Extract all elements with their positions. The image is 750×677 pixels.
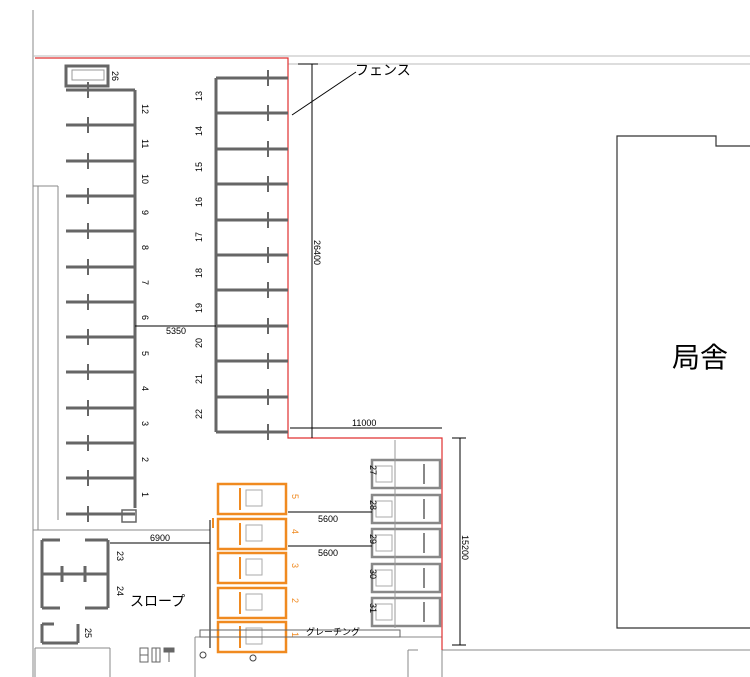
space-label-right: 31 — [368, 603, 378, 613]
space-label-middle: 16 — [194, 197, 204, 207]
space-label-middle: 14 — [194, 126, 204, 136]
stall-box-highlight — [216, 586, 288, 620]
dim-5350: 5350 — [166, 326, 186, 336]
stall-marker — [245, 524, 263, 542]
space-label-middle: 17 — [194, 232, 204, 242]
space-label-middle: 22 — [194, 409, 204, 419]
stall-marker — [245, 489, 263, 507]
space-label-left: 1 — [140, 492, 150, 497]
stall-box-highlight — [216, 482, 288, 516]
space-label-middle: 21 — [194, 374, 204, 384]
left-parking-column: 12 11 10 9 8 7 6 5 4 3 2 1 — [66, 82, 150, 522]
space-26: 26 — [64, 64, 120, 88]
dim-26400-line — [298, 63, 318, 438]
dim-11000: 11000 — [352, 418, 376, 428]
space-label-left: 10 — [140, 174, 150, 184]
space-label-left: 5 — [140, 351, 150, 356]
space-label-23: 23 — [115, 551, 125, 561]
stall-box — [370, 596, 442, 628]
orange-parking-block: 5 4 3 2 1 — [216, 482, 300, 654]
stall-box — [370, 493, 442, 525]
space-label-orange: 4 — [290, 529, 300, 534]
space-label-orange: 3 — [290, 563, 300, 568]
space-label-left: 9 — [140, 210, 150, 215]
space-label-left: 11 — [140, 139, 150, 148]
fence-label: フェンス — [355, 62, 411, 78]
space-label-left: 12 — [140, 104, 150, 114]
space-label-middle: 15 — [194, 162, 204, 172]
space-label-left: 4 — [140, 386, 150, 391]
space-label-left: 3 — [140, 421, 150, 426]
stall-box — [370, 527, 442, 559]
space-label-middle: 20 — [194, 338, 204, 348]
space-label-left: 6 — [140, 315, 150, 320]
dim-5600b: 5600 — [318, 548, 338, 558]
stall-marker — [375, 534, 393, 552]
space-label-25: 25 — [83, 628, 93, 638]
dim-5600a: 5600 — [318, 514, 338, 524]
dim-15200-line — [452, 437, 466, 646]
stall-marker — [245, 627, 263, 645]
space-label-24: 24 — [115, 586, 125, 596]
stall-marker — [375, 569, 393, 587]
stall-box-highlight — [216, 551, 288, 585]
fence-leader — [291, 71, 357, 116]
dim-26400: 26400 — [312, 240, 322, 265]
fence-line — [35, 57, 443, 650]
building-label: 局舎 — [672, 341, 728, 374]
space-label-right: 29 — [368, 534, 378, 544]
stall-marker — [245, 558, 263, 576]
building-outline — [616, 135, 750, 629]
stall-box — [370, 562, 442, 594]
space-label-orange: 1 — [290, 632, 300, 637]
grating-label: グレーチング — [306, 626, 360, 637]
space-label-orange: 2 — [290, 598, 300, 603]
space-label-middle: 19 — [194, 303, 204, 313]
space-label-left: 2 — [140, 457, 150, 462]
space-label-26: 26 — [110, 71, 120, 81]
stall-marker — [375, 603, 393, 621]
space-label-right: 30 — [368, 569, 378, 579]
drain-symbols — [199, 651, 257, 662]
stall-box-highlight — [216, 517, 288, 551]
slope-area: 23 24 25 スロープ — [40, 538, 185, 645]
space-label-orange: 5 — [290, 494, 300, 499]
stall-marker — [375, 465, 393, 483]
corner-post — [121, 509, 137, 523]
space-label-middle: 18 — [194, 268, 204, 278]
middle-parking-column: 13 14 15 16 17 18 19 20 21 22 — [194, 70, 288, 440]
slope-label: スロープ — [130, 593, 185, 609]
stall-marker — [245, 593, 263, 611]
space-label-right: 28 — [368, 500, 378, 510]
stall-marker — [375, 500, 393, 518]
dim-15200: 15200 — [460, 535, 470, 560]
space-label-middle: 13 — [194, 91, 204, 101]
grating — [199, 629, 401, 638]
dim-6900: 6900 — [150, 533, 170, 543]
bottom-marker-symbols — [139, 647, 175, 663]
space-label-right: 27 — [368, 465, 378, 475]
stall-box — [370, 458, 442, 490]
right-parking-block: 27 28 29 30 31 — [368, 458, 442, 628]
space-label-left: 7 — [140, 280, 150, 285]
space-label-left: 8 — [140, 245, 150, 250]
